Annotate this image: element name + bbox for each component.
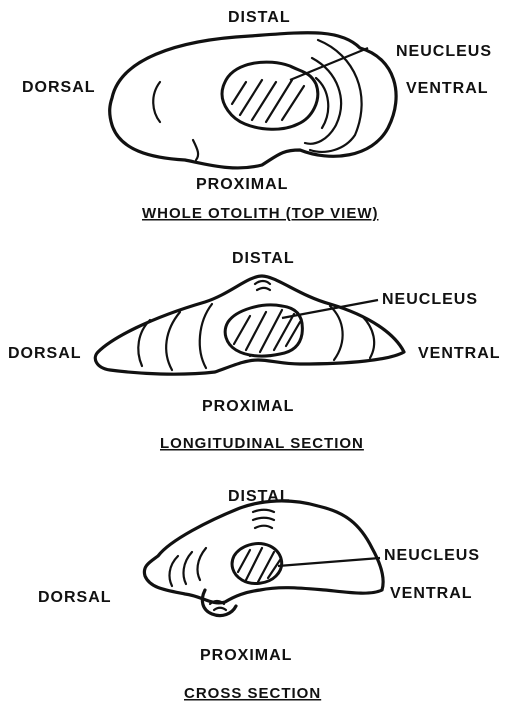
nucleus-whole-otolith [222, 62, 318, 129]
nucleus-longitudinal [225, 305, 302, 356]
label-nucleus: NEUCLEUS [396, 43, 492, 60]
label-dorsal: DORSAL [38, 589, 112, 606]
label-distal: DISTAL [228, 9, 291, 26]
label-proximal: PROXIMAL [202, 398, 294, 415]
nucleus-leader-line [278, 558, 380, 566]
label-ventral: VENTRAL [418, 345, 501, 362]
caption-cross-section: CROSS SECTION [184, 685, 321, 702]
caption-whole-otolith: WHOLE OTOLITH (TOP VIEW) [142, 205, 379, 222]
nucleus-cross-section [232, 544, 282, 584]
caption-longitudinal-section: LONGITUDINAL SECTION [160, 435, 364, 452]
label-dorsal: DORSAL [22, 79, 96, 96]
label-ventral: VENTRAL [406, 80, 489, 97]
label-distal: DISTAL [228, 488, 291, 505]
label-dorsal: DORSAL [8, 345, 82, 362]
label-nucleus: NEUCLEUS [382, 291, 478, 308]
label-nucleus: NEUCLEUS [384, 547, 480, 564]
label-proximal: PROXIMAL [196, 176, 288, 193]
label-ventral: VENTRAL [390, 585, 473, 602]
panel-whole-otolith: DISTAL DORSAL NEUCLEUS VENTRAL PROXIMAL … [22, 9, 492, 222]
panel-cross-section: DISTAL DORSAL NEUCLEUS VENTRAL PROXIMAL … [38, 488, 480, 702]
label-distal: DISTAL [232, 250, 295, 267]
panel-longitudinal-section: DISTAL DORSAL NEUCLEUS VENTRAL PROXIMAL … [8, 250, 501, 452]
label-proximal: PROXIMAL [200, 647, 292, 664]
